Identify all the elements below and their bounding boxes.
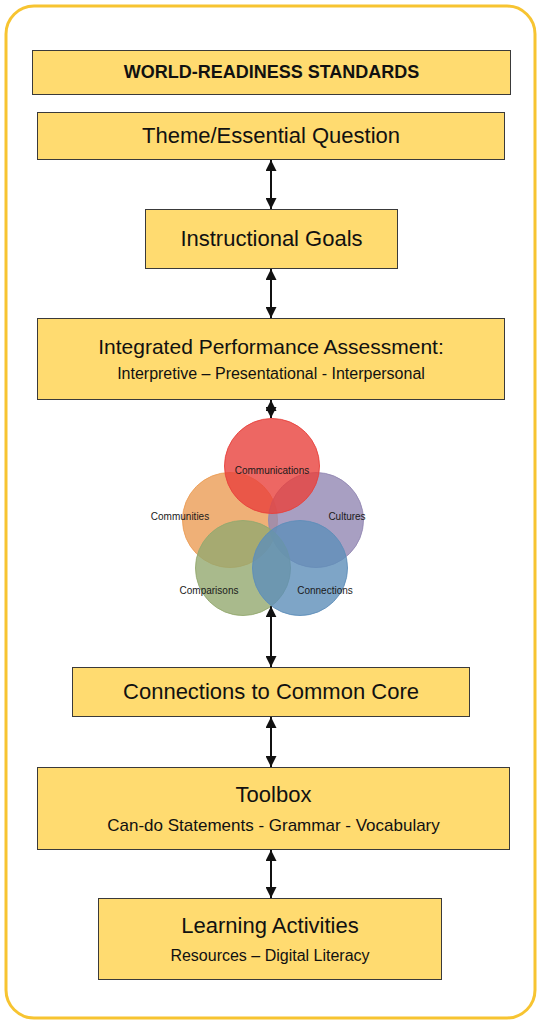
circle-fill (253, 521, 348, 616)
double-arrow (270, 606, 272, 667)
circle-label: Connections (297, 585, 353, 596)
activities-box: Learning ActivitiesResources – Digital L… (98, 898, 442, 980)
standards-box: WORLD-READINESS STANDARDS (32, 50, 511, 95)
theme-box: Theme/Essential Question (37, 112, 505, 160)
double-arrow (270, 400, 272, 418)
venn-circle: Connections (252, 520, 348, 616)
box-subtitle: Resources – Digital Literacy (170, 947, 369, 965)
circle-label: Cultures (328, 511, 365, 522)
circle-fill (225, 419, 320, 514)
double-arrow (270, 160, 272, 209)
common-core-box: Connections to Common Core (72, 667, 470, 717)
assessment-box: Integrated Performance Assessment: Interp… (37, 318, 505, 400)
box-subtitle: Can-do Statements - Grammar - Vocabulary (107, 816, 440, 836)
box-title: Theme/Essential Question (142, 123, 400, 149)
venn-circle: Communications (224, 418, 320, 514)
circle-shape (252, 520, 348, 616)
frame-border (6, 6, 535, 1018)
box-title: WORLD-READINESS STANDARDS (124, 62, 420, 83)
double-arrow (270, 850, 272, 898)
box-title: Learning Activities (181, 913, 358, 939)
box-subtitle: Interpretive – Presentational - Interper… (117, 365, 425, 383)
box-title: Instructional Goals (180, 226, 362, 252)
box-title: Connections to Common Core (123, 679, 419, 705)
double-arrow (270, 717, 272, 767)
toolbox-box: ToolboxCan-do Statements - Grammar - Voc… (37, 767, 510, 850)
circle-label: Communications (235, 465, 309, 476)
goals-box: Instructional Goals (145, 209, 398, 269)
box-title: Integrated Performance Assessment: (98, 335, 444, 359)
circle-label: Communities (151, 511, 209, 522)
box-title: Toolbox (236, 782, 312, 808)
circle-label: Comparisons (180, 585, 239, 596)
double-arrow (270, 269, 272, 318)
